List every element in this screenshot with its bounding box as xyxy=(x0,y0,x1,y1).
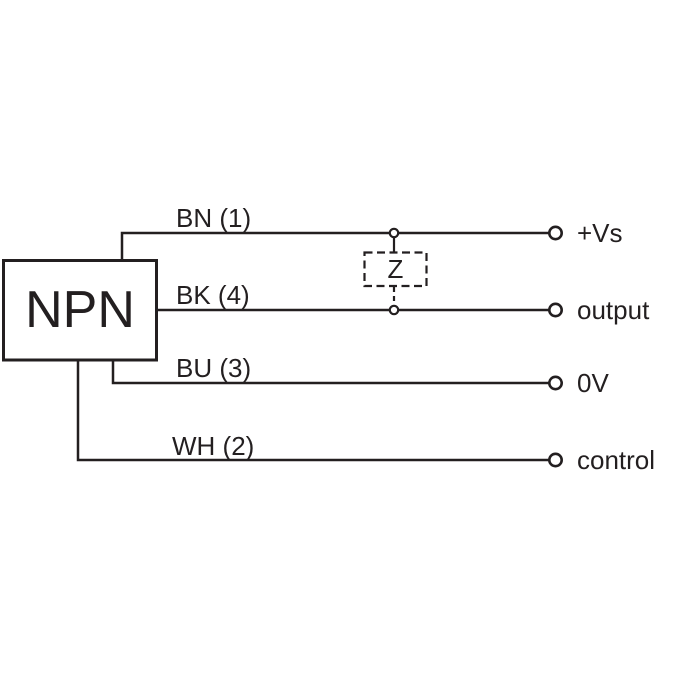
wire-label-bn: BN (1) xyxy=(176,203,252,233)
terminal-label-vs: +Vs xyxy=(577,218,623,248)
junction-node-vs xyxy=(388,227,400,239)
device-label: NPN xyxy=(25,281,135,339)
terminal-label-control: control xyxy=(577,445,656,475)
wire-label-bu: BU (3) xyxy=(176,353,252,383)
bu-wire xyxy=(111,360,549,385)
load-label: Z xyxy=(387,254,404,284)
device-box xyxy=(2,259,158,362)
terminal-output xyxy=(547,302,563,318)
terminal-label-0v: 0V xyxy=(577,368,609,398)
terminal-vs xyxy=(547,225,563,241)
wh-wire xyxy=(76,360,549,462)
terminal-0v xyxy=(547,375,563,391)
terminal-control xyxy=(547,452,563,468)
junction-node-output xyxy=(388,304,400,316)
load-box xyxy=(363,251,428,288)
bn-wire xyxy=(120,231,549,260)
wire-label-bk: BK (4) xyxy=(176,280,250,310)
terminal-label-output: output xyxy=(577,295,650,325)
wire-label-wh: WH (2) xyxy=(172,431,255,461)
